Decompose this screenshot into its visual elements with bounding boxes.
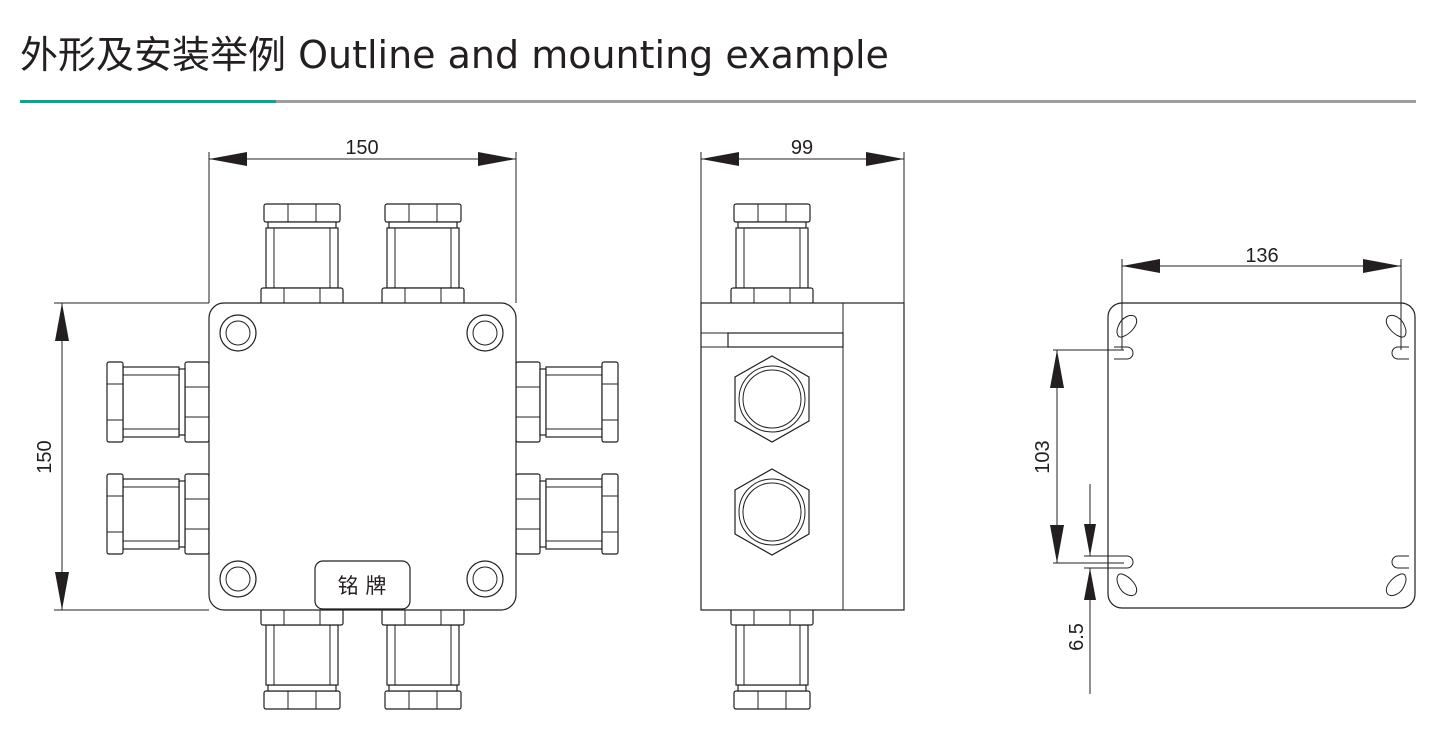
height-dimension-label: 150	[34, 440, 56, 473]
left-cable-gland-1	[106, 361, 210, 443]
hole-spacing-y-label: 103	[1032, 440, 1054, 473]
nameplate	[314, 560, 411, 610]
bottom-cable-gland-1	[260, 608, 344, 710]
left-cable-gland-2	[106, 473, 210, 555]
arrowhead	[1050, 525, 1064, 563]
nameplate-label: 铭 牌	[338, 574, 387, 598]
arrowhead	[209, 152, 247, 166]
side-top-cable-gland	[730, 203, 814, 305]
cover-bolt-top-right	[466, 314, 504, 352]
arrowhead	[1363, 259, 1401, 273]
mounting-slot-top-right	[1385, 314, 1409, 360]
bottom-cable-gland-2	[381, 608, 465, 710]
page-title: 外形及安装举例 Outline and mounting example	[20, 33, 889, 77]
side-bottom-cable-gland	[730, 608, 814, 710]
right-cable-gland-2	[515, 473, 619, 555]
arrowhead	[478, 152, 516, 166]
title-rule-accent	[20, 100, 276, 103]
front-view: 铭 牌 150 150	[34, 137, 619, 710]
arrowhead	[55, 572, 69, 610]
arrowhead	[1050, 350, 1064, 388]
top-cable-gland-1	[260, 203, 344, 305]
top-cable-gland-2	[381, 203, 465, 305]
arrowhead	[55, 303, 69, 341]
mounting-slot-top-left	[1114, 314, 1138, 360]
arrowhead	[1084, 524, 1096, 556]
cover-bolt-top-left	[219, 314, 257, 352]
right-cable-gland-1	[515, 361, 619, 443]
enclosure-body	[208, 302, 517, 611]
enclosure-side-body	[700, 302, 905, 611]
mounting-view: 136 103 6.5	[1032, 245, 1416, 694]
cover-bolt-bottom-left	[219, 560, 257, 598]
arrowhead	[1084, 568, 1096, 600]
cover-bolt-bottom-right	[466, 560, 504, 598]
hinge	[727, 332, 844, 348]
title-rule	[276, 100, 1416, 103]
side-view: 99	[700, 137, 905, 710]
mounting-base	[1107, 302, 1416, 609]
mounting-slot-bottom-left	[1114, 555, 1138, 597]
arrowhead	[701, 152, 739, 166]
width-dimension-label: 150	[345, 137, 378, 159]
hole-spacing-x-label: 136	[1245, 245, 1278, 267]
arrowhead	[866, 152, 904, 166]
mounting-slot-bottom-right	[1385, 555, 1409, 597]
side-width-dimension-label: 99	[791, 137, 813, 159]
slot-width-label: 6.5	[1066, 623, 1088, 651]
arrowhead	[1122, 259, 1160, 273]
